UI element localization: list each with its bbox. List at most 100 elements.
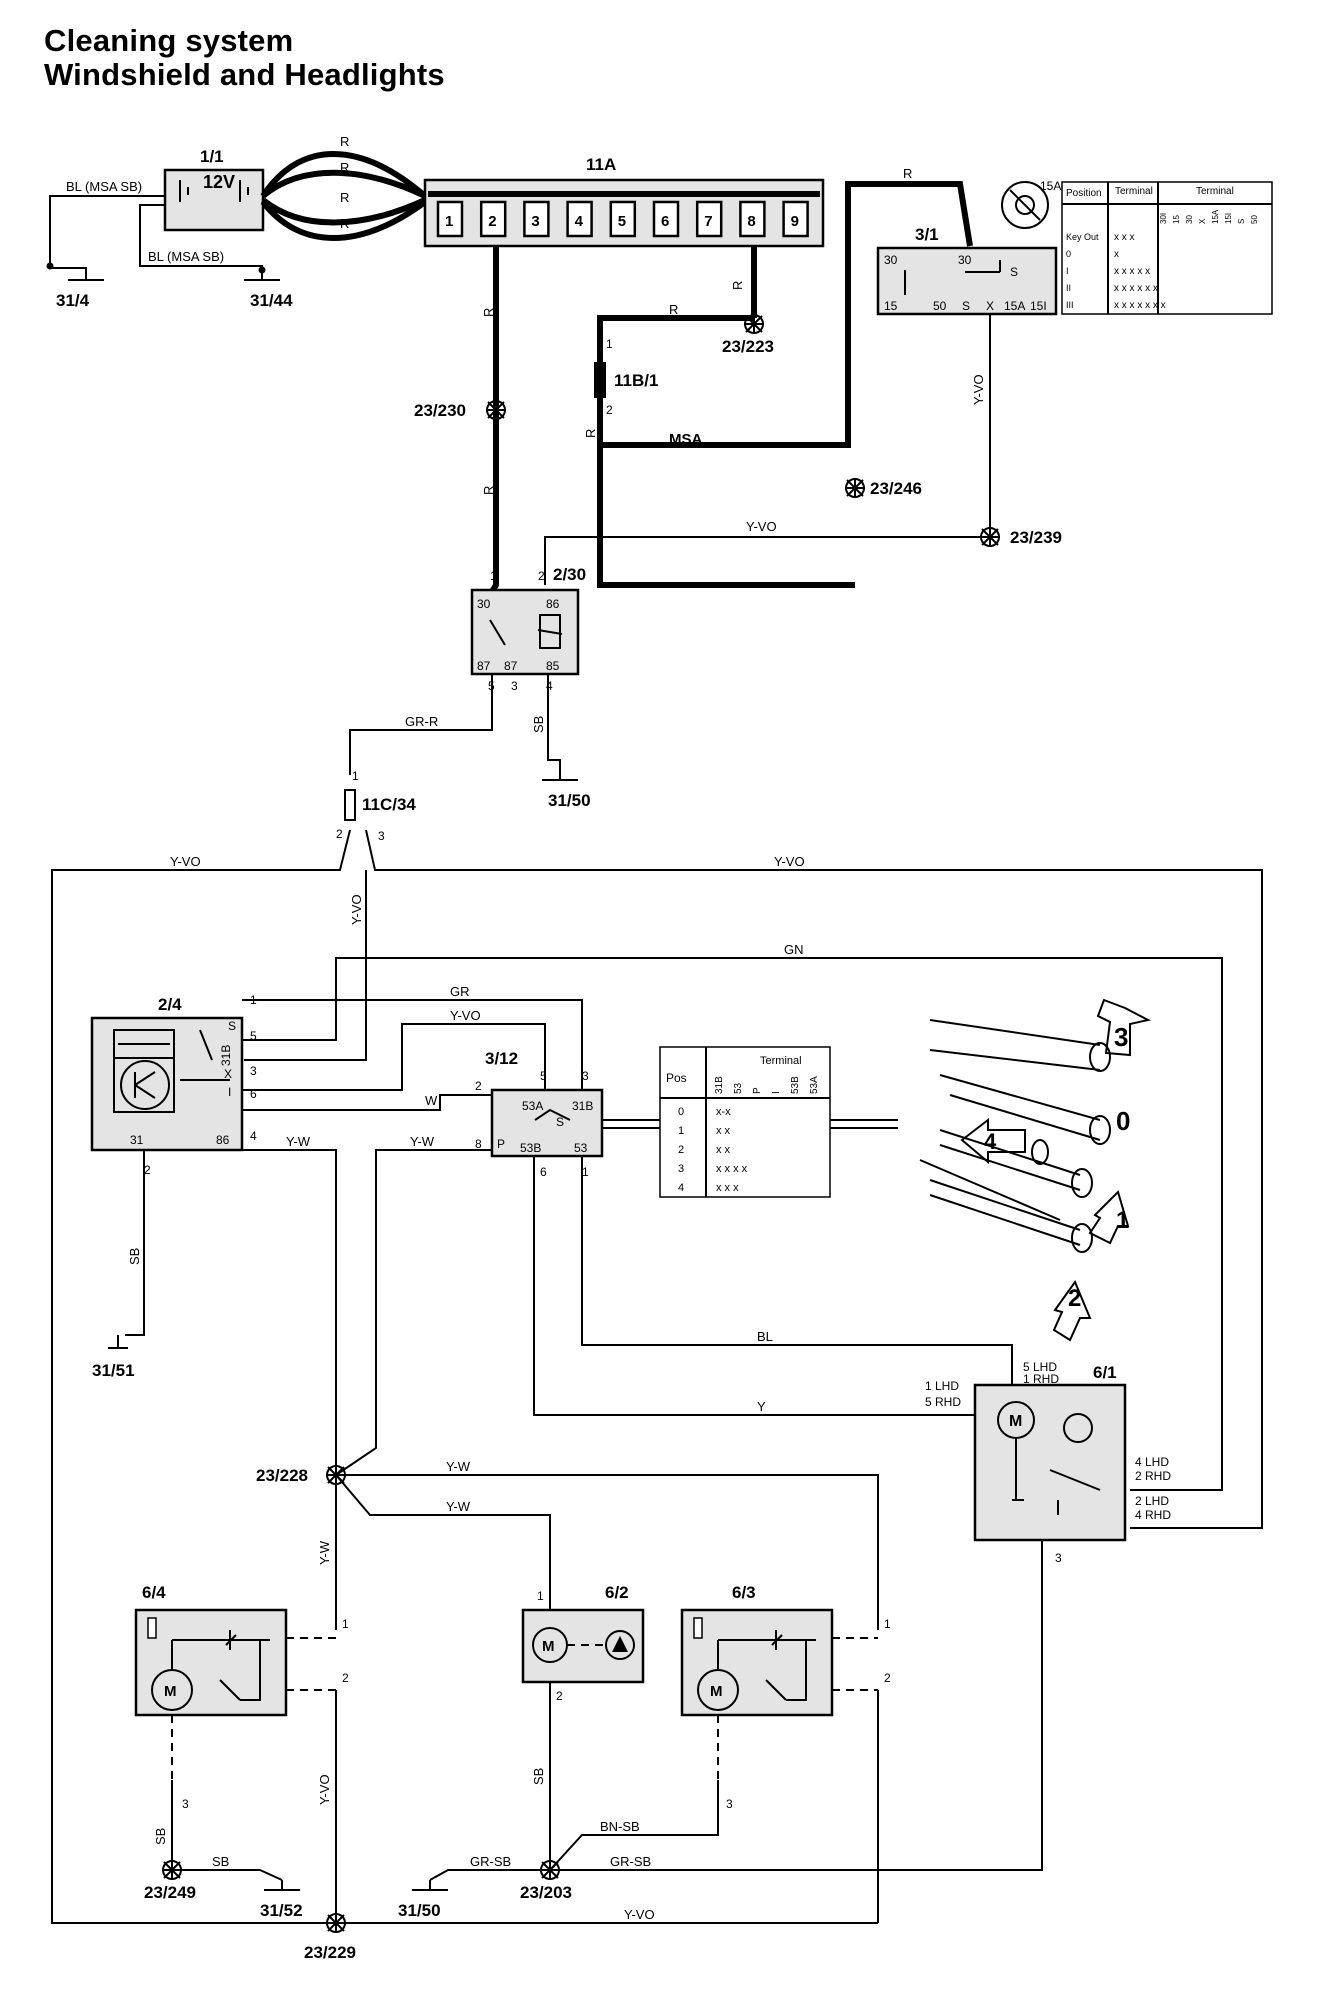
wiper-row-marks-1: x x [716,1125,731,1137]
ign-row-marks-3: x x x x x x [1114,283,1158,294]
svg-text:23/203: 23/203 [520,1883,572,1902]
wire-label-gn: GN [784,942,804,957]
svg-text:30: 30 [884,253,898,267]
ign-row-pos-3: II [1066,283,1071,293]
ground-31-44: 31/44 [244,279,293,310]
ign-row-pos-4: III [1066,300,1074,310]
svg-text:Terminal: Terminal [1196,186,1234,197]
wire-label-gr: GR [450,984,470,999]
wire-label-y-vo-239: Y-VO [746,519,777,534]
svg-text:X: X [986,299,994,313]
wire-label-sb-31-52: SB [212,1854,229,1869]
ground-31-51: 31/51 [92,1335,135,1380]
fuse-label-4: 4 [575,213,584,230]
wiper-row-pos-0: 0 [678,1106,684,1118]
battery-voltage: 12V [203,172,235,192]
fuse-label-3: 3 [531,213,539,230]
wire-label-y-w-64: Y-W [317,1540,332,1565]
svg-text:3: 3 [250,1064,257,1078]
wire-label-y-vo-right: Y-VO [774,854,805,869]
wiper-col-3: I [771,1091,782,1094]
wiper-row-pos-4: 4 [678,1182,684,1194]
splice-23-223: 23/223 [722,314,774,356]
splice-23-203: 23/203 [520,1860,572,1902]
fuse-cell-8 [739,200,766,238]
svg-text:30: 30 [958,253,972,267]
wire-label-sb-24: SB [127,1248,142,1265]
svg-text:Pos: Pos [666,1071,687,1085]
wire-label-r-bundle-4: R [340,216,349,231]
svg-text:1 LHD: 1 LHD [925,1379,959,1393]
wire-label-y-w-24: Y-W [286,1134,311,1149]
svg-text:3/1: 3/1 [915,225,939,244]
svg-text:2: 2 [884,1671,891,1685]
pump-6-3: 6/3 M 1 2 3 [680,1583,891,1811]
ign-col-0: 30I [1159,213,1168,224]
wire-label-r-f8: R [730,281,745,290]
svg-text:53: 53 [574,1141,588,1155]
svg-text:31B: 31B [219,1045,233,1066]
wiper-stalk-icon: 3 0 4 1 2 [919,998,1151,1342]
svg-text:4: 4 [546,679,553,693]
wire-label-gr-sb-right: GR-SB [610,1854,651,1869]
splice-23-249: 23/249 [144,1860,196,1902]
svg-text:2 RHD: 2 RHD [1135,1469,1171,1483]
wiper-row-marks-3: x x x x [716,1163,748,1175]
svg-text:31/52: 31/52 [260,1901,303,1920]
wire-label-sb-relay: SB [531,716,546,733]
wiper-col-0: 31B [714,1076,725,1094]
fuse-label-2: 2 [488,213,496,230]
wire-label-y-vo-24: Y-VO [349,894,364,925]
fuse-cell-7 [695,200,723,238]
svg-text:1: 1 [884,1617,891,1631]
wiper-row-pos-2: 2 [678,1144,684,1156]
svg-text:Position: Position [1066,188,1102,199]
svg-text:M: M [1009,1413,1022,1430]
ign-col-2: 30 [1185,215,1194,224]
svg-text:S: S [962,299,970,313]
svg-text:4: 4 [984,1129,997,1154]
svg-text:1: 1 [1116,1207,1129,1234]
svg-text:6/3: 6/3 [732,1583,756,1602]
ign-row-marks-0: x x x [1114,232,1135,243]
svg-text:6/1: 6/1 [1093,1363,1117,1382]
ign-col-7: 50 [1250,215,1259,224]
fuse-label-8: 8 [747,213,755,230]
connector-11c-34: 11C/34 1 2 3 [336,769,416,843]
wire-label-r-ign: R [903,166,912,181]
svg-text:5: 5 [540,1069,547,1083]
svg-text:P: P [497,1137,505,1151]
wiper-switch-3-12: 3/12 53A 31B S P 53B 53 5 3 2 8 6 1 [475,1049,604,1179]
wire-label-msa: MSA [669,431,703,448]
svg-text:2: 2 [336,827,343,841]
svg-text:31/51: 31/51 [92,1361,135,1380]
svg-text:31/50: 31/50 [548,791,591,810]
wire-label-r-11b: R [669,302,678,317]
wiper-motor-6-1: 6/1 M 5 LHD 1 RHD 1 LHD 5 RHD 4 LHD 2 RH… [925,1360,1171,1565]
svg-text:50: 50 [933,299,947,313]
wiper-row-marks-2: x x [716,1144,731,1156]
control-unit-2-4: 2/4 S 31B X I 86 31 1 5 3 6 4 2 [90,993,257,1177]
svg-text:6/2: 6/2 [605,1583,629,1602]
svg-text:4 LHD: 4 LHD [1135,1455,1169,1469]
wire-label-gr-r: GR-R [405,714,438,729]
ignition-key-icon: 15A [1001,179,1061,229]
svg-text:0: 0 [1116,1106,1130,1136]
wire-label-y-w-63: Y-W [446,1459,471,1474]
ign-row-pos-0: Key Out [1066,232,1099,242]
svg-text:5 LHD: 5 LHD [1023,1360,1057,1374]
wiper-col-4: 53B [790,1076,801,1094]
svg-text:15I: 15I [1030,299,1047,313]
splice-23-229: 23/229 [304,1913,356,1962]
fuse-11b-1: 11B/1 1 2 [594,337,658,417]
svg-text:X: X [224,1067,232,1081]
wiper-row-pos-3: 3 [678,1163,684,1175]
svg-text:Terminal: Terminal [1115,186,1153,197]
svg-text:2: 2 [342,1671,349,1685]
svg-text:1: 1 [490,569,497,583]
wire-label-y-w-62: Y-W [446,1499,471,1514]
ign-row-marks-1: x [1114,249,1119,260]
